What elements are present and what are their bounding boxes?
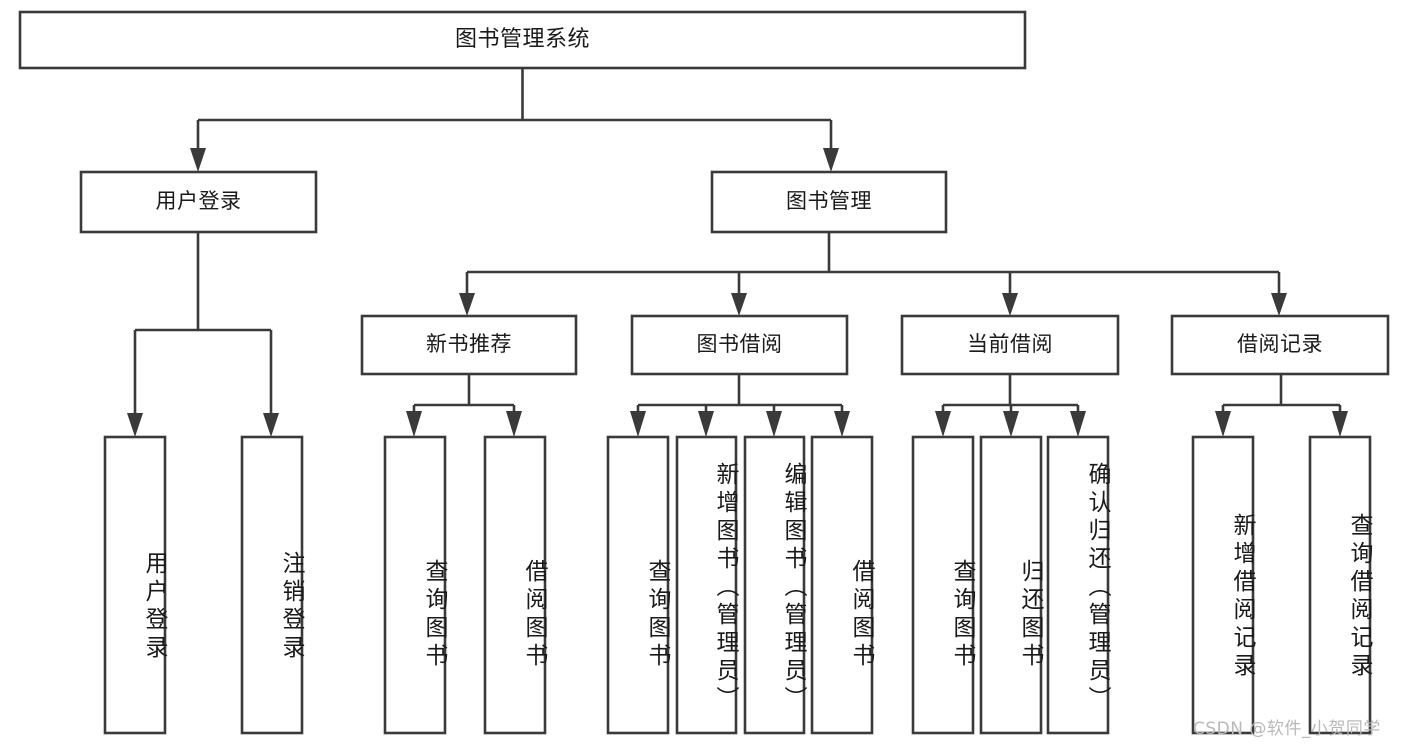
arrow-leaf-logout xyxy=(263,413,279,437)
node-box-leaf-confirm-return[interactable] xyxy=(1046,435,1110,735)
node-box-leaf-logout[interactable] xyxy=(240,435,304,735)
connectors-user-login-to-leaves xyxy=(127,232,279,437)
node-box-leaf-query-book-1[interactable] xyxy=(383,435,447,735)
arrow-to-user-login xyxy=(190,148,206,172)
node-box-new-book-recommend[interactable] xyxy=(360,314,578,376)
arrow-to-new-book-recommend xyxy=(459,293,475,316)
node-box-root[interactable] xyxy=(18,10,1027,70)
node-box-leaf-add-book[interactable] xyxy=(675,435,738,735)
arrow-leaf-query-record xyxy=(1332,411,1348,437)
arrow-to-book-manage xyxy=(823,148,839,172)
node-box-leaf-borrow-book-2[interactable] xyxy=(810,435,874,735)
node-box-leaf-query-book-2[interactable] xyxy=(606,435,670,735)
node-box-leaf-edit-book[interactable] xyxy=(743,435,806,735)
connectors-current-borrow-to-leaves xyxy=(935,374,1086,437)
arrow-leaf-query-book-3 xyxy=(935,411,951,437)
arrow-leaf-query-book-2 xyxy=(630,411,646,437)
arrow-to-current-borrow xyxy=(1002,293,1018,316)
connectors-root-to-modules xyxy=(190,68,839,172)
connectors-new-book-to-leaves xyxy=(406,374,522,437)
arrow-leaf-edit-book xyxy=(766,411,782,437)
arrow-leaf-return-book xyxy=(1003,411,1019,437)
arrow-leaf-borrow-book-1 xyxy=(506,411,522,437)
arrow-to-book-borrow xyxy=(731,293,747,316)
node-box-leaf-return-book[interactable] xyxy=(979,435,1043,735)
csdn-watermark: CSDN @软件_小贺同学 xyxy=(1193,719,1381,739)
node-box-user-login[interactable] xyxy=(79,170,318,234)
arrow-leaf-borrow-book-2 xyxy=(834,411,850,437)
node-box-book-borrow[interactable] xyxy=(630,314,849,376)
connectors-book-borrow-to-leaves xyxy=(630,374,850,437)
connectors-book-manage-to-submodules xyxy=(459,232,1287,316)
arrow-leaf-confirm-return xyxy=(1070,411,1086,437)
arrow-leaf-add-book xyxy=(698,411,714,437)
arrow-leaf-add-record xyxy=(1215,411,1231,437)
node-box-borrow-record[interactable] xyxy=(1170,314,1390,376)
arrow-to-borrow-record xyxy=(1271,293,1287,316)
node-box-leaf-add-record[interactable] xyxy=(1191,435,1255,735)
node-box-leaf-query-book-3[interactable] xyxy=(911,435,975,735)
arrow-leaf-user-login xyxy=(127,413,143,437)
node-box-book-manage[interactable] xyxy=(710,170,948,234)
node-box-leaf-user-login[interactable] xyxy=(103,435,167,735)
node-box-leaf-borrow-book-1[interactable] xyxy=(483,435,547,735)
arrow-leaf-query-book-1 xyxy=(406,411,422,437)
node-box-leaf-query-record[interactable] xyxy=(1308,435,1372,735)
node-box-current-borrow[interactable] xyxy=(900,314,1120,376)
connectors-borrow-record-to-leaves xyxy=(1215,374,1348,437)
